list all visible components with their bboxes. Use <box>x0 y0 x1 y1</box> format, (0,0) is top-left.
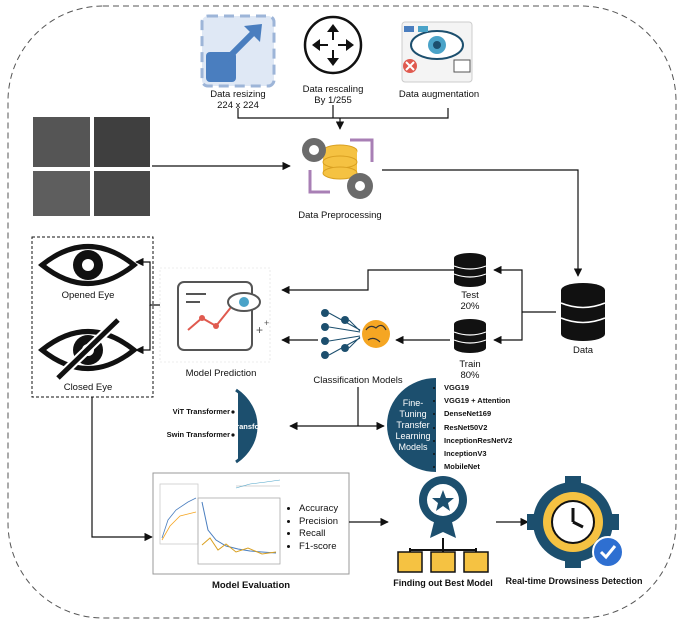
data-preprocessing-icon <box>302 138 374 199</box>
model-evaluation-chart <box>152 472 350 575</box>
metric-item: Precision <box>299 516 338 529</box>
model-item: DenseNet169 <box>444 407 512 420</box>
fine-tuning-shape <box>387 378 436 472</box>
closed-eye-label: Closed Eye <box>63 382 113 393</box>
model-item: VGG19 + Attention <box>444 394 512 407</box>
eye-photo-1 <box>33 117 90 167</box>
swin-transformer-label: Swin Transformer <box>166 430 230 439</box>
model-item: InceptionResNetV2 <box>444 434 512 447</box>
train-database-icon <box>453 319 487 353</box>
opened-eye-icon <box>38 244 138 286</box>
eye-photo-3 <box>33 171 90 216</box>
evaluation-metrics-list: Accuracy Precision Recall F1-score <box>285 503 338 553</box>
model-prediction-icon: + + <box>159 267 271 363</box>
data-rescaling-icon <box>303 15 363 75</box>
metric-item: Recall <box>299 528 338 541</box>
data-label: Data <box>572 345 594 356</box>
test-database-icon <box>453 253 487 287</box>
model-item: VGG19 <box>444 381 512 394</box>
model-item: InceptionV3 <box>444 447 512 460</box>
model-prediction-label: Model Prediction <box>185 368 257 379</box>
best-model-icon <box>397 476 489 573</box>
eye-photo-2 <box>94 117 150 167</box>
data-database-icon <box>560 283 606 341</box>
metric-item: F1-score <box>299 541 338 554</box>
data-resizing-icon <box>200 14 276 88</box>
svg-text:+: + <box>264 318 269 328</box>
svg-text:+: + <box>256 323 263 337</box>
vit-transformer-label: ViT Transformer <box>172 407 230 416</box>
model-evaluation-label: Model Evaluation <box>211 580 291 591</box>
outer-dashed-frame <box>7 5 677 619</box>
model-item: ResNet50V2 <box>444 421 512 434</box>
classification-models-label: Classification Models <box>313 375 403 386</box>
best-model-label: Finding out Best Model <box>393 578 493 588</box>
classification-models-icon <box>321 309 390 359</box>
model-item: MobileNet <box>444 460 512 473</box>
transformers-title: Transformers <box>232 422 280 431</box>
data-augmentation-icon <box>401 21 473 83</box>
transfer-learning-model-list: VGG19 VGG19 + Attention DenseNet169 ResN… <box>436 381 512 473</box>
data-preprocessing-label: Data Preprocessing <box>298 210 382 221</box>
closed-eye-icon <box>38 316 138 382</box>
metric-item: Accuracy <box>299 503 338 516</box>
opened-eye-label: Opened Eye <box>61 290 115 301</box>
eye-photo-4 <box>94 171 150 216</box>
data-augmentation-label: Data augmentation <box>398 89 480 100</box>
realtime-detection-icon <box>527 476 624 568</box>
realtime-detection-label: Real-time Drowsiness Detection <box>505 576 643 586</box>
